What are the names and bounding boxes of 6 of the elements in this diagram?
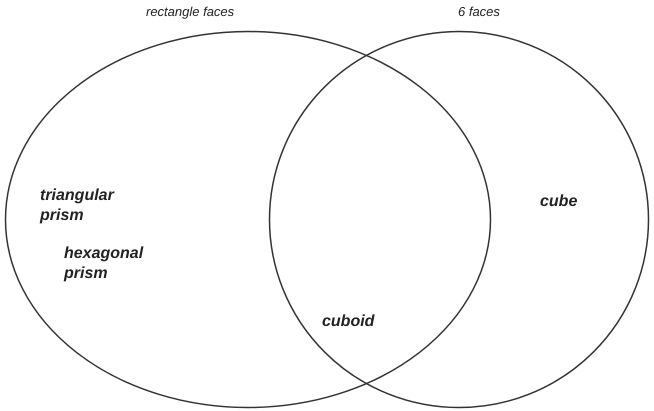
set-member: cuboid: [322, 312, 374, 332]
set-heading: 6 faces: [458, 4, 500, 19]
set-member: triangular prism: [40, 186, 116, 226]
set-member: cube: [540, 192, 578, 212]
set-member: hexagonal prism: [64, 244, 144, 284]
set-heading: rectangle faces: [146, 4, 234, 19]
